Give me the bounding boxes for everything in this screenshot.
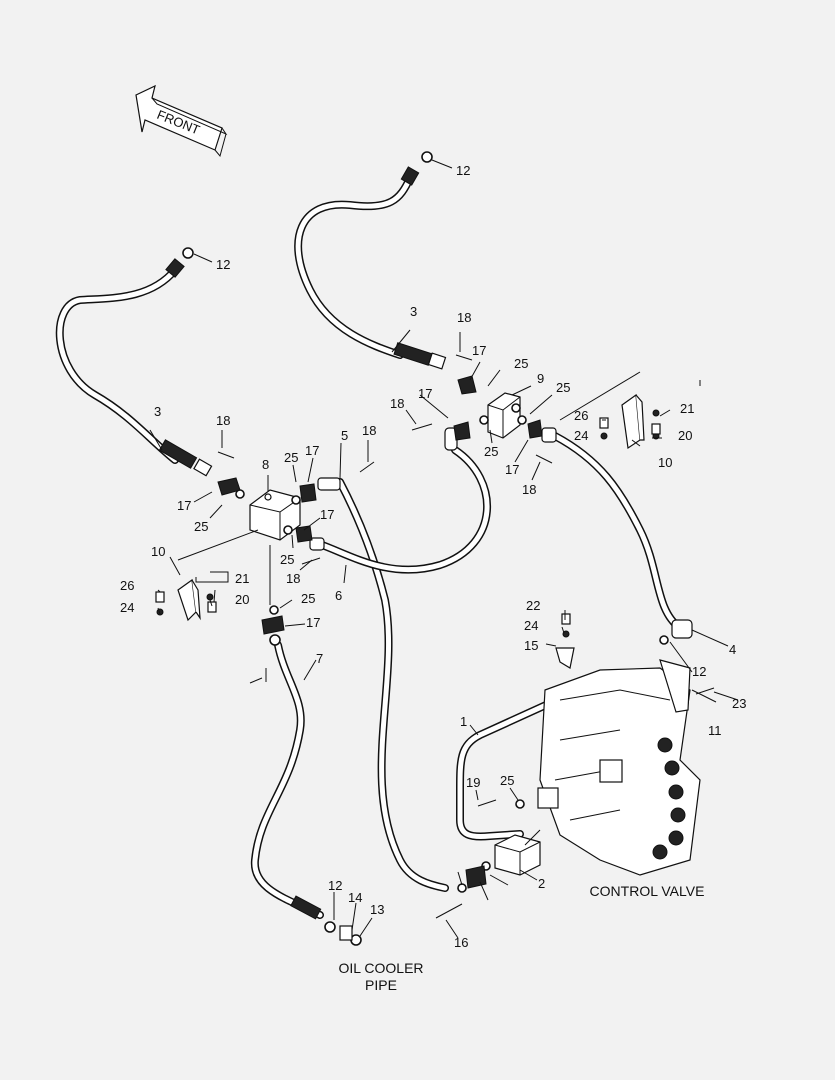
oil-cooler-caption-line1: OIL COOLER: [338, 960, 423, 976]
callout-1: 1: [460, 714, 467, 729]
block-2: [494, 834, 541, 876]
callout-21-b: 21: [680, 401, 694, 416]
callout-25-c: 25: [484, 444, 498, 459]
callout-5: 5: [341, 428, 348, 443]
callout-10-b: 10: [658, 455, 672, 470]
callout-25-e: 25: [284, 450, 298, 465]
callout-3-b: 3: [154, 404, 161, 419]
callout-24-a: 24: [120, 600, 134, 615]
callout-17-f: 17: [505, 462, 519, 477]
callout-12-d: 12: [328, 878, 342, 893]
callout-12-b: 12: [216, 257, 230, 272]
callout-26-a: 26: [120, 578, 134, 593]
block-9: [487, 392, 521, 439]
callout-8: 8: [262, 457, 269, 472]
bracket-10-left: [177, 578, 201, 622]
hose-6: [309, 427, 491, 574]
callout-25-g: 25: [301, 591, 315, 606]
callout-25-h: 25: [500, 773, 514, 788]
callout-18-e: 18: [522, 482, 536, 497]
callout-25-d: 25: [194, 519, 208, 534]
callout-17-a: 17: [472, 343, 486, 358]
callout-17-d: 17: [305, 443, 319, 458]
oil-cooler-caption-line2: PIPE: [365, 977, 397, 993]
hose-5: [317, 477, 449, 892]
callout-25-a: 25: [514, 356, 528, 371]
callout-26-b: 26: [574, 408, 588, 423]
callout-18-f: 18: [286, 571, 300, 586]
callout-17-g: 17: [306, 615, 320, 630]
hose-7: [250, 641, 324, 920]
control-valve-caption: CONTROL VALVE: [590, 883, 705, 899]
callout-2: 2: [538, 876, 545, 891]
callout-17-c: 17: [177, 498, 191, 513]
callout-labels: 12 12 3 3 18 18 18 18 18 18 17 17 17 17 …: [120, 163, 746, 950]
callout-13: 13: [370, 902, 384, 917]
clamps: [217, 375, 543, 889]
callout-18-b: 18: [216, 413, 230, 428]
callout-19: 19: [466, 775, 480, 790]
callout-7: 7: [316, 651, 323, 666]
leader-lines: [149, 159, 739, 939]
callout-16: 16: [454, 935, 468, 950]
callout-25-f: 25: [280, 552, 294, 567]
callout-14: 14: [348, 890, 362, 905]
callout-9: 9: [537, 371, 544, 386]
callout-23: 23: [732, 696, 746, 711]
callout-12-a: 12: [456, 163, 470, 178]
callout-4: 4: [729, 642, 736, 657]
callout-15: 15: [524, 638, 538, 653]
callout-17-e: 17: [320, 507, 334, 522]
hose-3-top: [294, 166, 447, 370]
callout-24-b: 24: [574, 428, 588, 443]
callout-25-b: 25: [556, 380, 570, 395]
callout-24-c: 24: [524, 618, 538, 633]
callout-11: 11: [708, 723, 722, 738]
callout-3-a: 3: [410, 304, 417, 319]
hose-4: [541, 427, 693, 639]
callout-21-a: 21: [235, 571, 249, 586]
callout-12-c: 12: [692, 664, 706, 679]
callout-18-a: 18: [457, 310, 471, 325]
callout-18-d: 18: [390, 396, 404, 411]
callout-22: 22: [526, 598, 540, 613]
callout-20-b: 20: [678, 428, 692, 443]
callout-18-c: 18: [362, 423, 376, 438]
bracket-10-right: [621, 393, 645, 450]
callout-6: 6: [335, 588, 342, 603]
callout-10-a: 10: [151, 544, 165, 559]
callout-17-b: 17: [418, 386, 432, 401]
seals-and-bolts: [155, 151, 669, 946]
control-valve: [537, 647, 701, 876]
front-arrow: FRONT: [135, 84, 228, 158]
callout-20-a: 20: [235, 592, 249, 607]
pipe-1: [456, 681, 594, 841]
hose-3-left: [55, 258, 213, 477]
